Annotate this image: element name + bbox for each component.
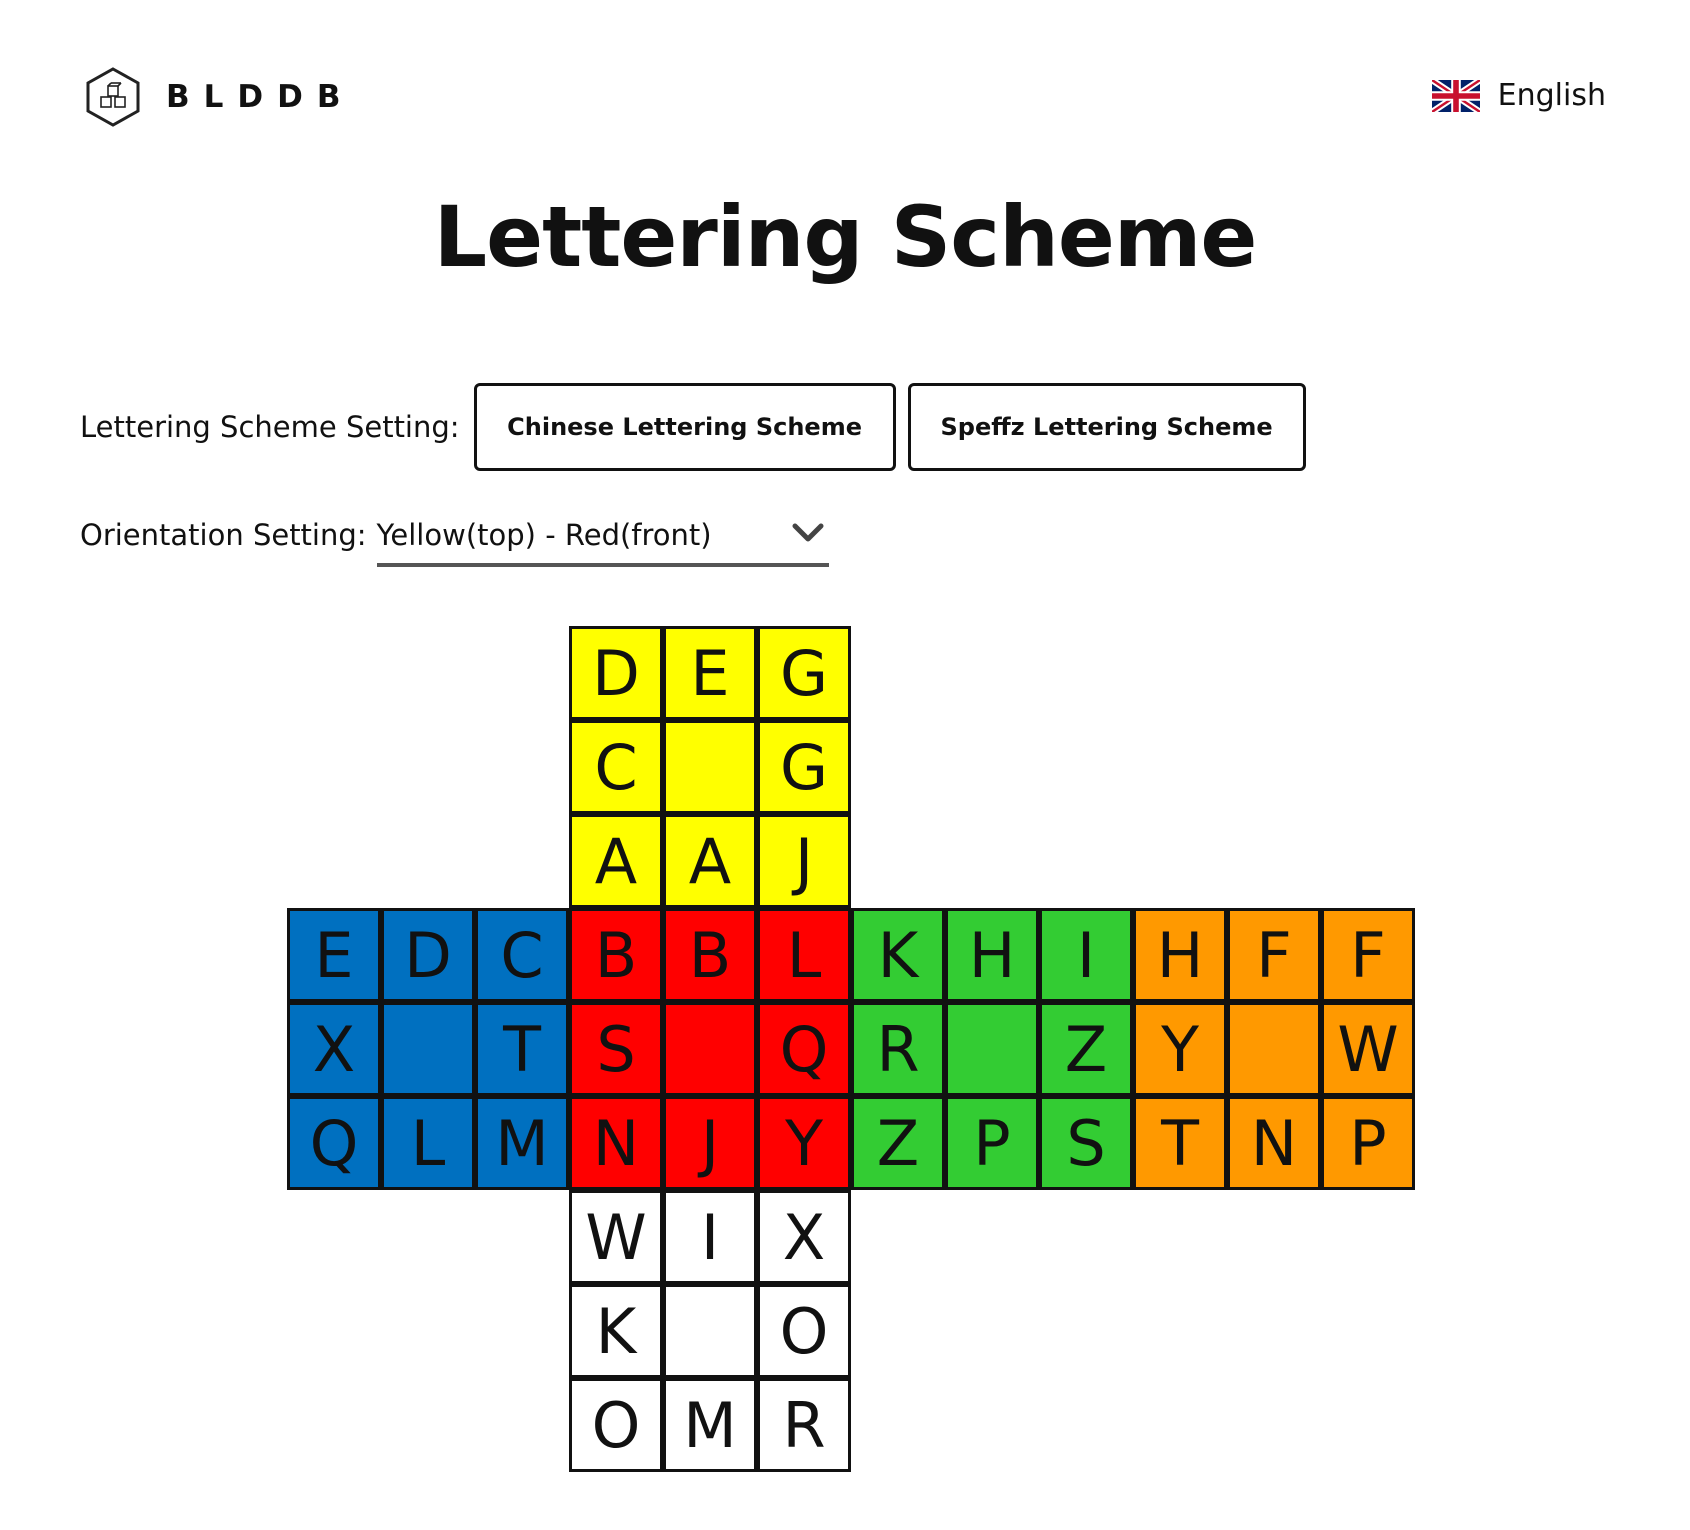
- sticker-top-8: A: [663, 814, 757, 908]
- sticker-back-7: T: [1133, 1096, 1227, 1190]
- sticker-right-3: I: [1039, 908, 1133, 1002]
- sticker-right-2: H: [945, 908, 1039, 1002]
- sticker-back-5: [1227, 1002, 1321, 1096]
- sticker-front-6: Q: [757, 1002, 851, 1096]
- sticker-left-4: X: [287, 1002, 381, 1096]
- sticker-front-7: N: [569, 1096, 663, 1190]
- cube-hexagon-icon[interactable]: [84, 66, 142, 128]
- sticker-left-8: L: [381, 1096, 475, 1190]
- sticker-back-4: Y: [1133, 1002, 1227, 1096]
- sticker-front-5: [663, 1002, 757, 1096]
- sticker-back-9: P: [1321, 1096, 1415, 1190]
- uk-flag-icon: [1429, 76, 1482, 115]
- lettering-scheme-label: Lettering Scheme Setting:: [80, 410, 460, 444]
- orientation-label: Orientation Setting:: [80, 518, 367, 552]
- sticker-top-5: [663, 720, 757, 814]
- language-label: English: [1497, 78, 1606, 113]
- sticker-top-6: G: [757, 720, 851, 814]
- chinese-scheme-button[interactable]: Chinese Lettering Scheme: [473, 383, 896, 471]
- sticker-back-1: H: [1133, 908, 1227, 1002]
- orientation-setting: Orientation Setting: Yellow(top) - Red(f…: [80, 515, 829, 567]
- sticker-front-3: L: [757, 908, 851, 1002]
- sticker-bottom-8: M: [663, 1378, 757, 1472]
- sticker-top-2: E: [663, 626, 757, 720]
- sticker-top-1: D: [569, 626, 663, 720]
- sticker-front-2: B: [663, 908, 757, 1002]
- sticker-bottom-6: O: [757, 1284, 851, 1378]
- chevron-down-icon[interactable]: [791, 521, 825, 545]
- sticker-back-3: F: [1321, 908, 1415, 1002]
- sticker-left-2: D: [381, 908, 475, 1002]
- sticker-bottom-4: K: [569, 1284, 663, 1378]
- sticker-front-1: B: [569, 908, 663, 1002]
- sticker-back-6: W: [1321, 1002, 1415, 1096]
- page-title: Lettering Scheme: [433, 188, 1258, 286]
- sticker-back-2: F: [1227, 908, 1321, 1002]
- orientation-selected-value: Yellow(top) - Red(front): [376, 518, 712, 552]
- sticker-front-4: S: [569, 1002, 663, 1096]
- sticker-top-4: C: [569, 720, 663, 814]
- sticker-left-5: [381, 1002, 475, 1096]
- speffz-scheme-button[interactable]: Speffz Lettering Scheme: [907, 383, 1306, 471]
- sticker-right-9: S: [1039, 1096, 1133, 1190]
- sticker-left-1: E: [287, 908, 381, 1002]
- sticker-bottom-2: I: [663, 1190, 757, 1284]
- sticker-right-1: K: [851, 908, 945, 1002]
- sticker-top-3: G: [757, 626, 851, 720]
- site-header: BLDDB: [84, 66, 354, 128]
- sticker-bottom-5: [663, 1284, 757, 1378]
- sticker-right-6: Z: [1039, 1002, 1133, 1096]
- sticker-bottom-3: X: [757, 1190, 851, 1284]
- sticker-bottom-7: O: [569, 1378, 663, 1472]
- sticker-top-7: A: [569, 814, 663, 908]
- sticker-left-6: T: [475, 1002, 569, 1096]
- brand-name[interactable]: BLDDB: [166, 79, 355, 115]
- sticker-bottom-1: W: [569, 1190, 663, 1284]
- sticker-left-3: C: [475, 908, 569, 1002]
- sticker-front-9: Y: [757, 1096, 851, 1190]
- sticker-right-8: P: [945, 1096, 1039, 1190]
- sticker-right-4: R: [851, 1002, 945, 1096]
- orientation-select[interactable]: Yellow(top) - Red(front): [376, 515, 829, 567]
- sticker-left-7: Q: [287, 1096, 381, 1190]
- sticker-right-5: [945, 1002, 1039, 1096]
- language-selector[interactable]: English: [1429, 76, 1606, 115]
- sticker-top-9: J: [757, 814, 851, 908]
- sticker-bottom-9: R: [757, 1378, 851, 1472]
- sticker-right-7: Z: [851, 1096, 945, 1190]
- sticker-back-8: N: [1227, 1096, 1321, 1190]
- sticker-front-8: J: [663, 1096, 757, 1190]
- sticker-left-9: M: [475, 1096, 569, 1190]
- lettering-scheme-setting: Lettering Scheme Setting: Chinese Letter…: [80, 383, 1306, 471]
